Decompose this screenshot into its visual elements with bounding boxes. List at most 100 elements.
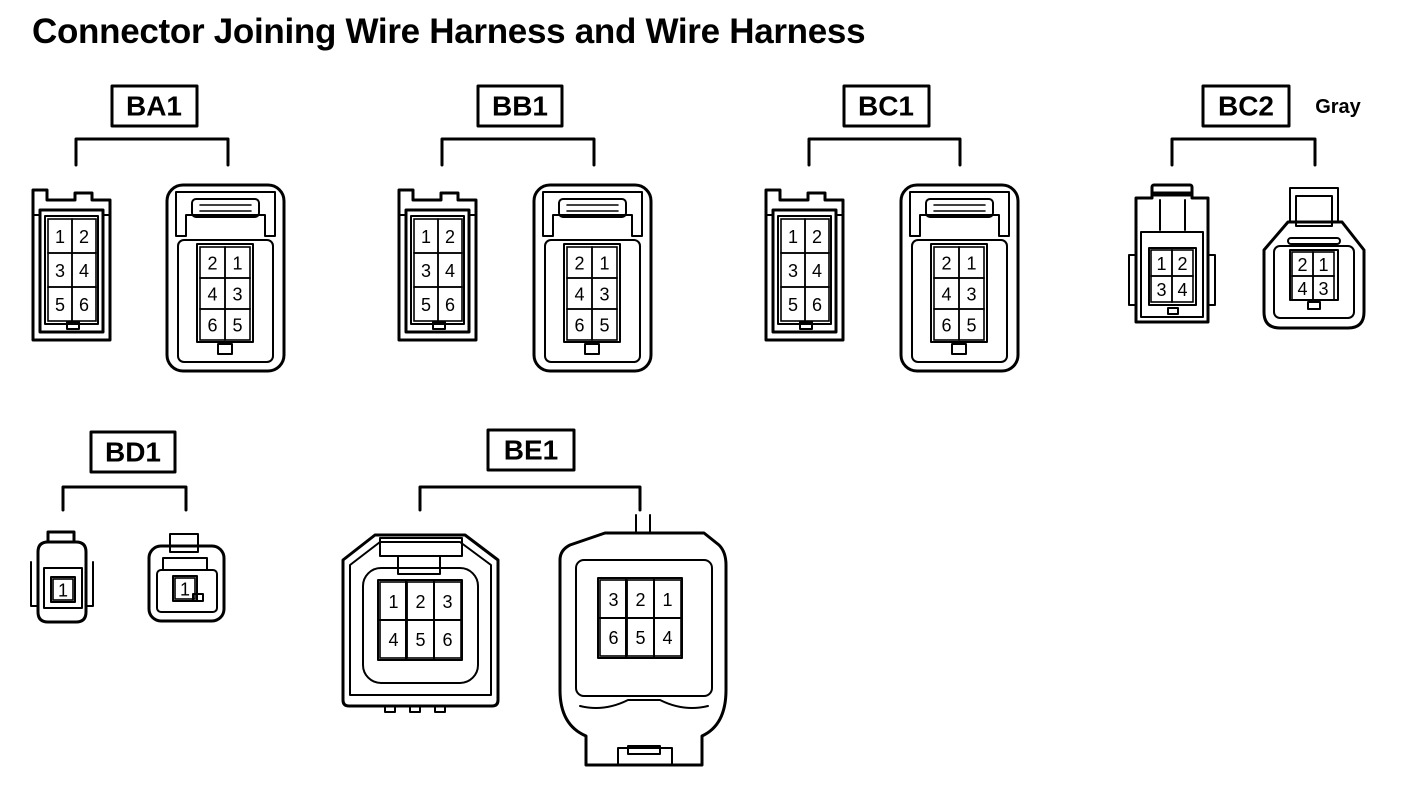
pin-number-BC1-right_pins-0: 2 — [941, 254, 951, 274]
label-box-BC1 — [842, 84, 931, 128]
pin-number-BC1-left_pins-5: 6 — [812, 295, 822, 315]
pin-number-BA1-left_pins-2: 3 — [55, 261, 65, 281]
connector-BC1 — [764, 84, 1020, 373]
female-housing-BB1 — [532, 183, 653, 373]
pin-number-BA1-right_pins-4: 6 — [207, 316, 217, 336]
connector-label-BD1: BD1 — [105, 437, 161, 468]
pin-cell-BE1-right_pins-5 — [653, 617, 682, 657]
pin-number-BC2-left_pins-3: 4 — [1177, 280, 1187, 300]
pin-cell-BC2-left_pins-3 — [1171, 275, 1194, 303]
pin-number-BE1-right_pins-4: 5 — [635, 628, 645, 648]
bracket-BE1 — [418, 485, 642, 512]
bracket-BA1 — [74, 137, 230, 167]
pin-cell-BD1-right_pins-0 — [174, 577, 196, 600]
pin-number-BA1-left_pins-5: 6 — [79, 295, 89, 315]
pin-number-BC1-left_pins-0: 1 — [788, 227, 798, 247]
pin-cell-BE1-left_pins-5 — [433, 619, 462, 659]
connector-label-BB1: BB1 — [492, 91, 548, 122]
label-box-BA1 — [110, 84, 199, 128]
pin-number-BE1-left_pins-3: 4 — [388, 630, 398, 650]
pin-number-BA1-right_pins-2: 4 — [207, 285, 217, 305]
pin-number-BA1-left_pins-3: 4 — [79, 261, 89, 281]
pin-cell-BD1-left_pins-0 — [52, 578, 74, 601]
connector-label-BC2: BC2 — [1218, 91, 1274, 122]
pin-cell-BC1-left_pins-5 — [804, 286, 830, 322]
pin-number-BC2-right_pins-3: 3 — [1318, 279, 1328, 299]
pin-number-BC2-right_pins-0: 2 — [1297, 255, 1307, 275]
pin-number-BC1-left_pins-1: 2 — [812, 227, 822, 247]
pin-number-BB1-right_pins-4: 6 — [574, 316, 584, 336]
pin-number-BB1-left_pins-4: 5 — [421, 295, 431, 315]
pin-cell-BA1-left_pins-5 — [71, 286, 97, 322]
male-housing-BD1 — [30, 530, 94, 624]
pin-number-BE1-left_pins-1: 2 — [415, 592, 425, 612]
pin-number-BE1-right_pins-3: 6 — [608, 628, 618, 648]
pin-number-BC2-left_pins-1: 2 — [1177, 254, 1187, 274]
female-housing-BC1 — [899, 183, 1020, 373]
color-note-BC2: Gray — [1315, 96, 1361, 118]
pin-number-BA1-right_pins-0: 2 — [207, 254, 217, 274]
pin-number-BD1-right_pins-0: 1 — [180, 580, 190, 600]
label-box-BE1 — [486, 428, 576, 472]
connector-label-BE1: BE1 — [504, 435, 558, 466]
connector-label-BC1: BC1 — [858, 91, 914, 122]
pin-cell-BC1-right_pins-5 — [958, 308, 985, 341]
pin-number-BE1-right_pins-2: 1 — [662, 590, 672, 610]
pin-number-BC1-left_pins-4: 5 — [788, 295, 798, 315]
pin-number-BE1-left_pins-0: 1 — [388, 592, 398, 612]
pin-number-BB1-left_pins-0: 1 — [421, 227, 431, 247]
female-housing-BD1 — [147, 533, 226, 623]
pin-number-BE1-right_pins-5: 4 — [662, 628, 672, 648]
pin-number-BC1-right_pins-2: 4 — [941, 285, 951, 305]
pin-number-BA1-right_pins-1: 1 — [232, 254, 242, 274]
pin-number-BA1-left_pins-1: 2 — [79, 227, 89, 247]
pin-number-BC2-left_pins-2: 3 — [1156, 280, 1166, 300]
pin-number-BB1-right_pins-5: 5 — [599, 316, 609, 336]
pin-number-BA1-right_pins-3: 3 — [232, 285, 242, 305]
connector-label-BA1: BA1 — [126, 91, 182, 122]
pin-number-BC1-right_pins-4: 6 — [941, 316, 951, 336]
connector-BB1 — [397, 84, 653, 373]
male-housing-BA1 — [31, 188, 112, 342]
pin-number-BC1-right_pins-5: 5 — [966, 316, 976, 336]
bracket-BC2 — [1170, 137, 1317, 167]
connector-BD1 — [30, 430, 226, 624]
pin-number-BC2-right_pins-1: 1 — [1318, 255, 1328, 275]
male-housing-BE1 — [341, 533, 500, 713]
pin-cell-BA1-right_pins-5 — [224, 308, 251, 341]
pin-number-BC1-right_pins-3: 3 — [966, 285, 976, 305]
pin-number-BA1-left_pins-4: 5 — [55, 295, 65, 315]
pin-number-BC2-left_pins-0: 1 — [1156, 254, 1166, 274]
pin-number-BC2-right_pins-2: 4 — [1297, 279, 1307, 299]
pin-number-BB1-right_pins-2: 4 — [574, 285, 584, 305]
pin-cell-BC2-right_pins-3 — [1312, 275, 1335, 301]
pin-number-BE1-right_pins-0: 3 — [608, 590, 618, 610]
label-box-BC2 — [1201, 84, 1291, 128]
pin-number-BC1-left_pins-3: 4 — [812, 261, 822, 281]
pin-number-BE1-left_pins-2: 3 — [442, 592, 452, 612]
pin-number-BB1-right_pins-3: 3 — [599, 285, 609, 305]
pin-number-BB1-left_pins-1: 2 — [445, 227, 455, 247]
pin-number-BA1-left_pins-0: 1 — [55, 227, 65, 247]
pin-number-BB1-left_pins-5: 6 — [445, 295, 455, 315]
female-housing-BC2 — [1262, 187, 1366, 330]
male-housing-BC1 — [764, 188, 845, 342]
pin-cell-BB1-right_pins-5 — [591, 308, 618, 341]
male-housing-BC2 — [1128, 183, 1216, 324]
male-housing-BB1 — [397, 188, 478, 342]
page-title: Connector Joining Wire Harness and Wire … — [32, 12, 866, 51]
pin-number-BC1-left_pins-2: 3 — [788, 261, 798, 281]
pin-number-BE1-left_pins-5: 6 — [442, 630, 452, 650]
pin-number-BB1-left_pins-3: 4 — [445, 261, 455, 281]
pin-cell-BB1-left_pins-5 — [437, 286, 463, 322]
label-box-BD1 — [89, 430, 177, 474]
bracket-BB1 — [440, 137, 596, 167]
label-box-BB1 — [476, 84, 564, 128]
pin-number-BB1-right_pins-0: 2 — [574, 254, 584, 274]
pin-number-BE1-right_pins-1: 2 — [635, 590, 645, 610]
pin-number-BC1-right_pins-1: 1 — [966, 254, 976, 274]
bracket-BD1 — [61, 485, 188, 512]
